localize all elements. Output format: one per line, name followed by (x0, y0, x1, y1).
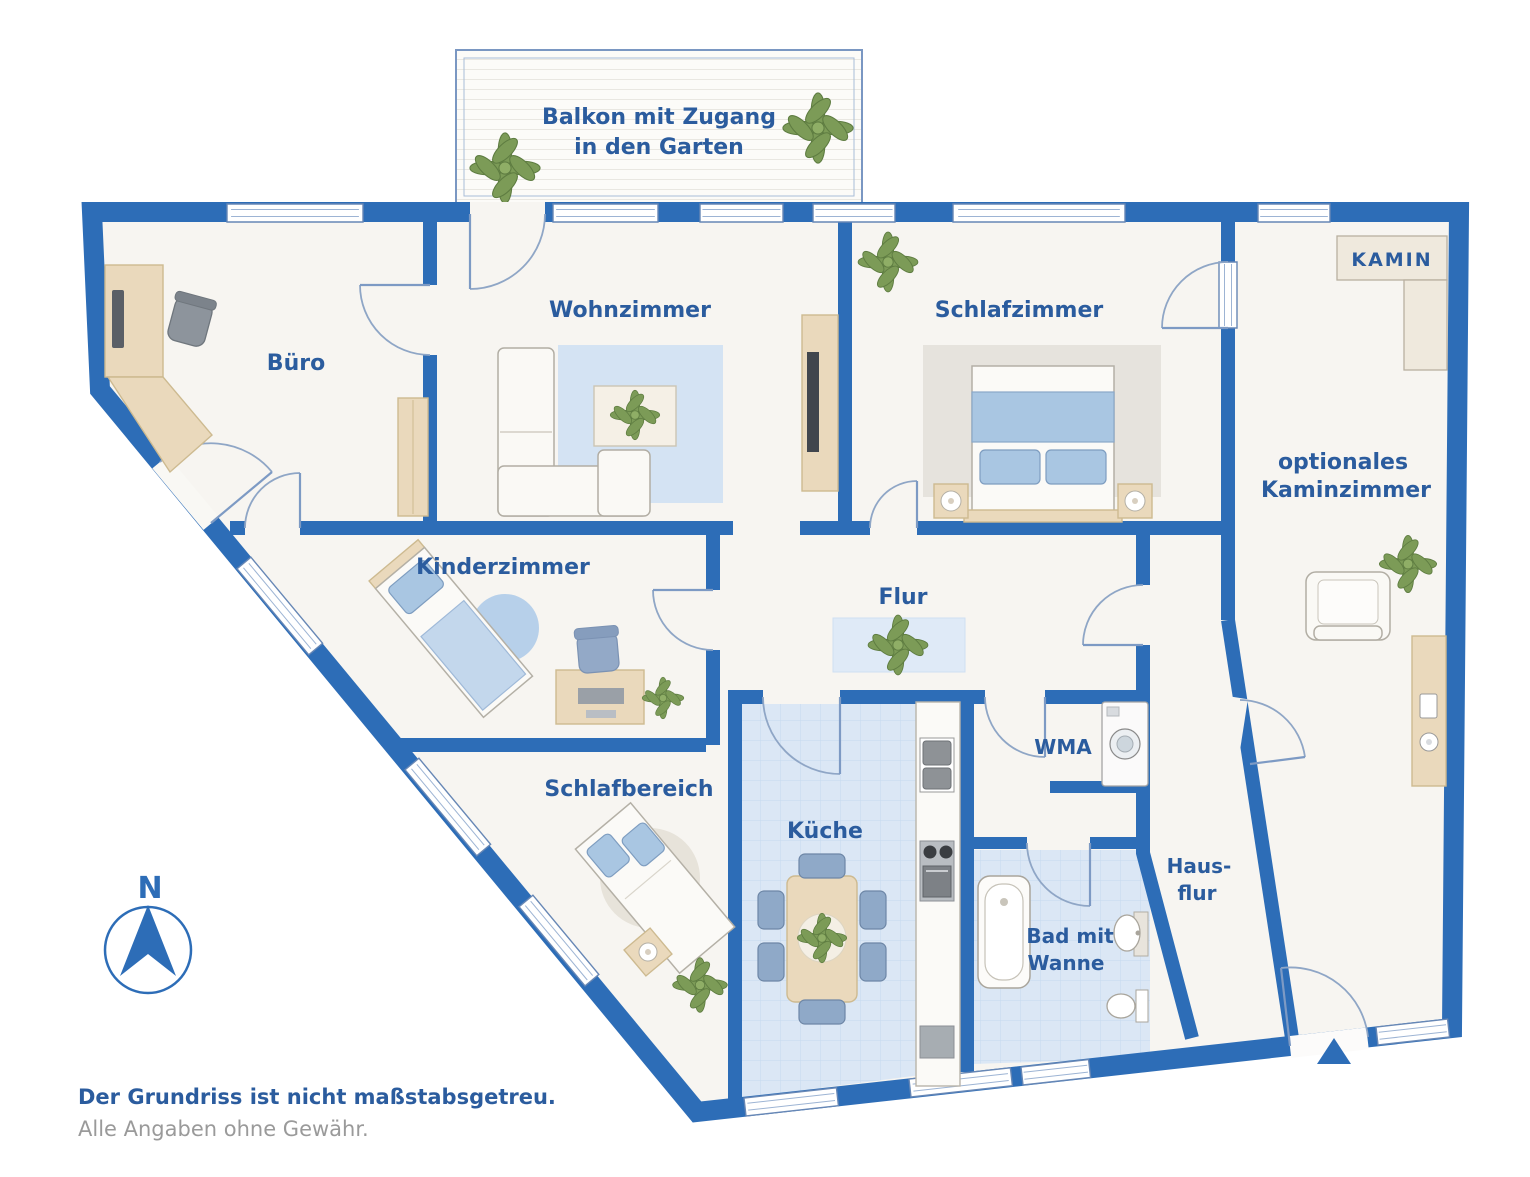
door-arc (244, 472, 302, 529)
door-arc (652, 588, 714, 651)
kids-desk-monitor (578, 688, 624, 704)
office-chair (167, 290, 217, 347)
kamin-box (1336, 235, 1448, 281)
door-arc (468, 213, 546, 290)
door-arc (1279, 966, 1369, 1047)
window-icon (812, 203, 896, 223)
headboard (963, 509, 1123, 523)
kids-desk-keyboard (586, 710, 616, 718)
armchair (1305, 571, 1391, 641)
entrance-triangle-icon (1317, 1038, 1351, 1064)
room-kinderzimmer-furniture (368, 538, 685, 725)
wma-label: WMA (1034, 735, 1092, 759)
kaminzimmer-label-line2: Kaminzimmer (1261, 478, 1431, 503)
flur-label: Flur (878, 585, 927, 610)
toilet (1106, 989, 1149, 1023)
window-icon (552, 203, 659, 223)
window-icon (226, 203, 364, 223)
wohnzimmer-label: Wohnzimmer (549, 298, 711, 323)
nightstand (623, 927, 673, 977)
door-arc (1161, 261, 1229, 330)
hausflur-label-line2: flur (1178, 881, 1217, 905)
dining-chairs (757, 853, 887, 1025)
north-arrow-icon (120, 905, 176, 976)
buero-label: Büro (267, 351, 325, 376)
balcony-label-line1: Balkon mit Zugang (542, 105, 776, 130)
compass-icon: N (103, 871, 193, 995)
bathtub (977, 875, 1031, 989)
kaminzimmer-label-line1: optionales (1278, 450, 1408, 475)
room-buero-furniture (104, 264, 429, 517)
footer-disclaimer-line1: Der Grundriss ist nicht maßstabsgetreu. (78, 1085, 556, 1109)
footer-disclaimer-line2: Alle Angaben ohne Gewähr. (78, 1117, 369, 1141)
schlafbereich-label: Schlafbereich (544, 777, 713, 802)
door-arc (1026, 842, 1092, 907)
stove (919, 840, 955, 902)
door-arc (1082, 584, 1144, 647)
kamin-label: KAMIN (1351, 249, 1432, 271)
hausflur-label-line1: Haus- (1167, 854, 1232, 878)
room-schlafzimmer-furniture (857, 231, 1153, 523)
desk-return (106, 376, 213, 474)
bad-label-line1: Bad mit (1026, 924, 1114, 948)
sideboard-item (1419, 693, 1438, 719)
room-bad-furniture (977, 875, 1149, 1023)
window-icon (699, 203, 784, 223)
kitchen-sink (919, 737, 955, 793)
door-arc (1239, 699, 1306, 766)
doors (159, 213, 1369, 1064)
bad-label-line2: Wanne (1028, 951, 1105, 975)
washbasin (1113, 911, 1149, 957)
kamin-annex (1403, 279, 1448, 371)
schlafzimmer-label: Schlafzimmer (935, 298, 1104, 323)
pillow (1045, 449, 1107, 485)
pillow (979, 449, 1041, 485)
door-gaps (152, 202, 1369, 1058)
kinderzimmer-label: Kinderzimmer (416, 555, 590, 580)
kueche-label: Küche (787, 819, 863, 844)
single-bed (368, 538, 534, 719)
kids-chair (573, 625, 620, 674)
blanket (971, 391, 1115, 443)
tv (807, 352, 819, 452)
dishwasher (919, 1025, 955, 1059)
room-wohnzimmer-furniture (497, 314, 839, 517)
balcony: Balkon mit Zugang in den Garten (455, 49, 863, 205)
compass-north-label: N (137, 871, 162, 906)
sofa-chaise (597, 449, 651, 517)
door-arc (984, 696, 1047, 758)
window-icon (951, 202, 1127, 224)
balcony-label-line2: in den Garten (574, 135, 744, 160)
window-icon (1257, 203, 1331, 223)
nightstand (933, 483, 969, 519)
keyboard (112, 290, 124, 348)
room-kueche-furniture (757, 701, 961, 1087)
door-arc (869, 480, 919, 529)
washing-machine (1101, 701, 1149, 787)
room-schlafbereich-furniture (574, 801, 736, 1013)
room-kaminzimmer-furniture: KAMIN (1305, 235, 1448, 787)
door-arc (359, 283, 431, 356)
door-arc (762, 696, 842, 775)
double-bed (574, 801, 736, 975)
glazed-door-icon (1218, 261, 1238, 329)
